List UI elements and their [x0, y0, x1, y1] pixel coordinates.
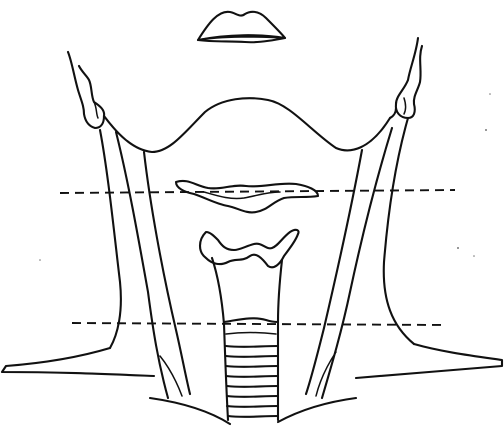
tracheal-ring-5 — [227, 386, 278, 387]
speck — [457, 247, 459, 249]
cricoid-lower — [226, 333, 276, 335]
right-ear — [390, 38, 422, 118]
tracheal-ring-1 — [226, 346, 278, 347]
right-shoulder-line — [356, 344, 502, 378]
tracheal-ring-6 — [227, 396, 278, 397]
tracheal-ring-8 — [228, 416, 278, 417]
speck — [39, 259, 41, 261]
lower-dashed-reference-line — [72, 323, 445, 325]
right-ear-inner — [404, 98, 406, 114]
trachea — [212, 258, 282, 420]
lips — [198, 12, 285, 42]
base-right — [278, 398, 356, 422]
hyoid-inner — [204, 192, 280, 199]
base-left — [150, 398, 230, 424]
right-ear-contour — [396, 38, 422, 118]
lower-lip-outline — [198, 37, 285, 43]
tracheal-ring-3 — [226, 366, 278, 367]
thyroid-cartilage — [200, 230, 299, 267]
tracheal-ring-4 — [226, 376, 278, 377]
left-scm-lateral — [116, 132, 168, 398]
tracheal-ring-7 — [227, 406, 278, 407]
right-neck-border — [384, 118, 414, 344]
upper-dashed-reference-line — [60, 190, 455, 193]
right-ear-to-jaw — [390, 108, 396, 118]
left-scm-medial — [144, 152, 190, 394]
tracheal-ring-2 — [226, 356, 278, 357]
speck — [473, 255, 475, 257]
speck — [489, 93, 491, 95]
left-ear-contour — [68, 52, 104, 128]
speck — [485, 129, 487, 131]
left-shoulder-line — [2, 348, 154, 376]
thyroid-cartilage-outline — [200, 230, 299, 267]
left-jawline — [104, 98, 390, 152]
trachea-left-wall — [212, 258, 228, 420]
cricoid-cartilage — [224, 318, 278, 322]
hyoid-bone — [176, 181, 318, 213]
hyoid-outline — [176, 181, 318, 213]
left-neck-border — [100, 130, 121, 348]
neck-outline — [2, 118, 502, 424]
